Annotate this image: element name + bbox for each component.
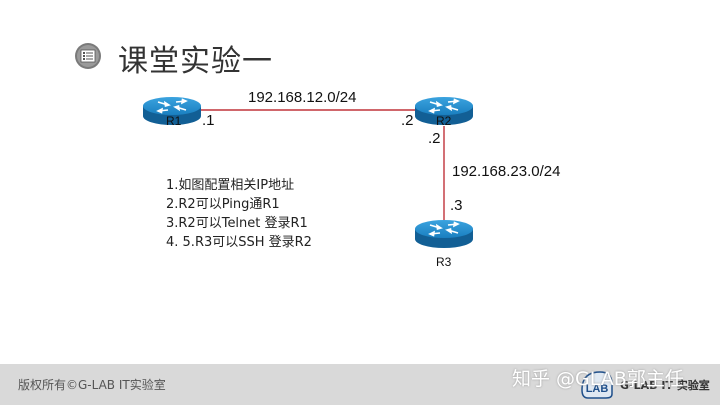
copyright-text: 版权所有©G-LAB IT实验室 <box>18 378 166 392</box>
interface-label-r2-left: .2 <box>401 112 414 129</box>
slide-title: 课堂实验一 <box>118 44 273 79</box>
task-item: 2.R2可以Ping通R1 <box>166 197 280 212</box>
brand-text: G-LAB IT 实验室 <box>620 379 710 392</box>
interface-label-r2-down: .2 <box>428 130 441 147</box>
watermark-text: 知乎 @GLAB郭主任 <box>512 368 684 390</box>
subnet-label-r1-r2: 192.168.12.0/24 <box>248 89 357 106</box>
logo-text: LAB <box>586 383 609 395</box>
task-item: 1.如图配置相关IP地址 <box>166 178 295 193</box>
router-r3-icon <box>414 219 474 249</box>
interface-label-r3: .3 <box>450 197 463 214</box>
task-item: 3.R2可以Telnet 登录R1 <box>166 216 308 231</box>
interface-label-r1: .1 <box>202 112 215 129</box>
glab-logo-icon: LAB <box>581 371 613 399</box>
router-r3-label: R3 <box>436 255 452 269</box>
router-r2-label: R2 <box>436 114 452 128</box>
subnet-label-r2-r3: 192.168.23.0/24 <box>452 163 561 180</box>
task-item: 4. 5.R3可以SSH 登录R2 <box>166 235 312 250</box>
document-list-icon <box>75 43 101 69</box>
router-r1-label: R1 <box>166 114 182 128</box>
task-list: 1.如图配置相关IP地址 2.R2可以Ping通R1 3.R2可以Telnet … <box>166 176 312 252</box>
